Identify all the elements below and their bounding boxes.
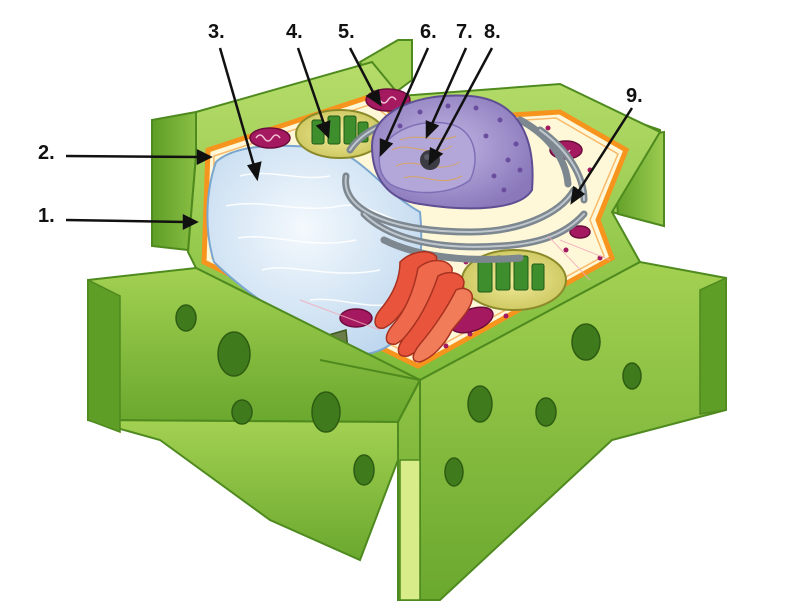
wall-pits <box>175 304 642 487</box>
leader-1 <box>65 213 199 231</box>
cytoskeleton <box>299 235 611 331</box>
leader-7 <box>425 47 468 140</box>
golgi-apparatus <box>374 250 473 363</box>
chloroplast-bottom <box>461 249 567 311</box>
cell-wall-front <box>87 260 727 601</box>
leader-8 <box>428 47 494 166</box>
leader-3 <box>218 47 262 182</box>
chloroplast-top <box>295 109 385 159</box>
leader-6 <box>379 47 430 158</box>
label-4: 4. <box>286 21 303 43</box>
leader-9 <box>570 107 634 205</box>
nucleus <box>370 94 534 210</box>
label-2: 2. <box>38 142 55 164</box>
label-1: 1. <box>38 205 55 227</box>
label-leaders <box>65 47 634 231</box>
leader-4 <box>296 47 331 139</box>
label-8: 8. <box>484 21 501 43</box>
label-5: 5. <box>338 21 355 43</box>
label-3: 3. <box>208 21 225 43</box>
leader-2 <box>65 148 213 166</box>
label-6: 6. <box>420 21 437 43</box>
label-7: 7. <box>456 21 473 43</box>
leader-5 <box>348 47 382 107</box>
label-9: 9. <box>626 85 643 107</box>
